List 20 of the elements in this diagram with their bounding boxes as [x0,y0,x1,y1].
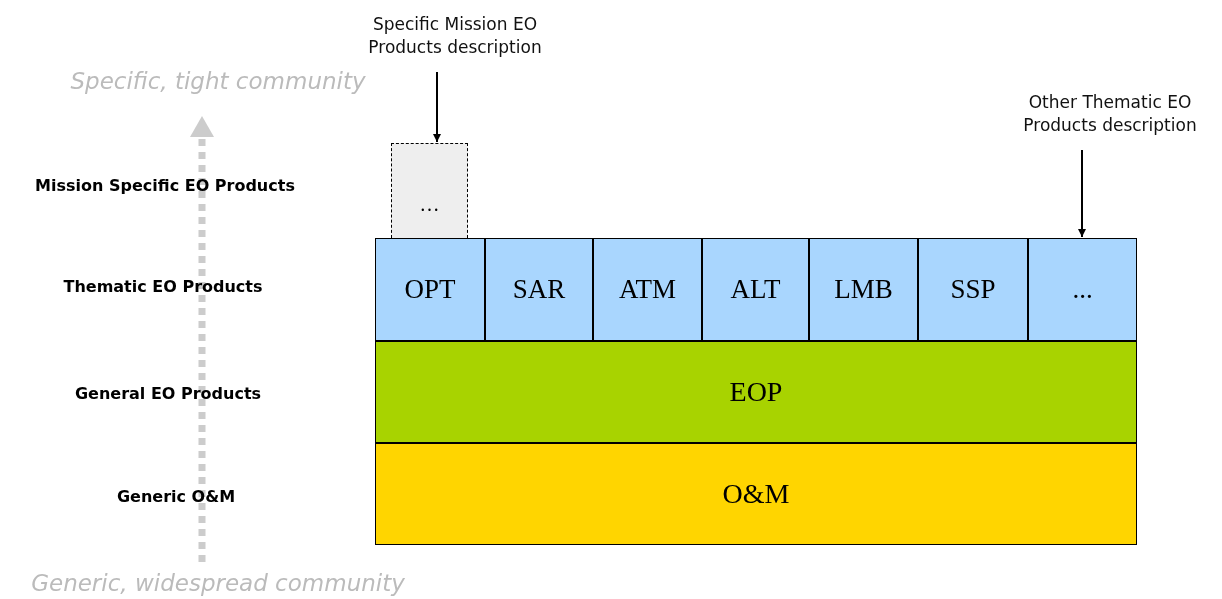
layer-label: Mission Specific EO Products [35,176,295,195]
layer-box: ALT [702,238,809,341]
description-text: Specific Mission EO Products description [360,8,550,64]
layer-label: General EO Products [74,384,262,403]
layer-box: LMB [809,238,918,341]
layer-band: EOP [375,341,1137,443]
layer-box: ... [1028,238,1137,341]
arrow [1078,149,1086,238]
layer-label: Generic O&M [116,487,236,506]
layer-box: OPT [375,238,485,341]
layer-box: ATM [593,238,702,341]
placeholder-box: … [391,143,468,238]
community-label: Specific, tight community [70,68,366,94]
layer-label: Thematic EO Products [63,277,263,296]
layer-box: SSP [918,238,1028,341]
community-label: Generic, widespread community [31,570,405,596]
description-text: Other Thematic EO Products description [1005,86,1215,142]
layer-box: SAR [485,238,593,341]
layer-band: O&M [375,443,1137,545]
arrow [433,71,441,143]
